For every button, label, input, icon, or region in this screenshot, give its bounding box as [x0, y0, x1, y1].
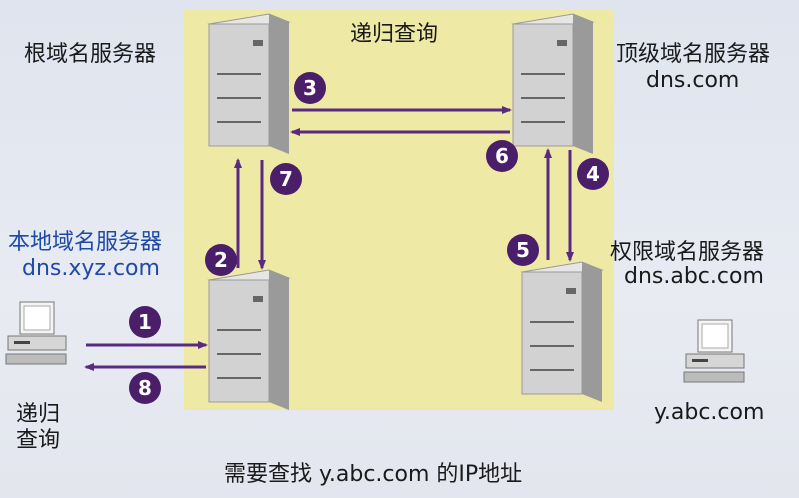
- root-server-label: 根域名服务器: [24, 42, 157, 67]
- tld-server-label: 顶级域名服务器: [616, 42, 771, 67]
- caption: 需要查找 y.abc.com 的IP地址: [224, 462, 523, 487]
- client-computer-icon: [5, 301, 67, 365]
- step-badge-5: 5: [507, 234, 539, 266]
- tld-server-icon: [511, 13, 595, 154]
- root-server-icon: [207, 13, 291, 154]
- tld-server-domain: dns.com: [646, 68, 740, 93]
- client-label-line2: 查询: [16, 428, 61, 453]
- step-badge-2: 2: [205, 244, 237, 276]
- target-computer-icon: [683, 319, 745, 383]
- step-badge-1: 1: [129, 306, 161, 338]
- target-host-label: y.abc.com: [654, 400, 765, 425]
- auth-server-icon: [520, 261, 604, 402]
- step-badge-7: 7: [270, 163, 302, 195]
- auth-server-domain: dns.abc.com: [624, 264, 764, 289]
- step-badge-8: 8: [129, 372, 161, 404]
- step-badge-6: 6: [486, 140, 518, 172]
- local-server-domain: dns.xyz.com: [22, 256, 160, 281]
- diagram-title: 递归查询: [350, 22, 439, 47]
- local-server-label: 本地域名服务器: [8, 230, 163, 255]
- auth-server-label: 权限域名服务器: [610, 240, 765, 265]
- client-label-line1: 递归: [16, 402, 61, 427]
- step-badge-4: 4: [577, 158, 609, 190]
- step-badge-3: 3: [294, 72, 326, 104]
- local-server-icon: [207, 269, 291, 410]
